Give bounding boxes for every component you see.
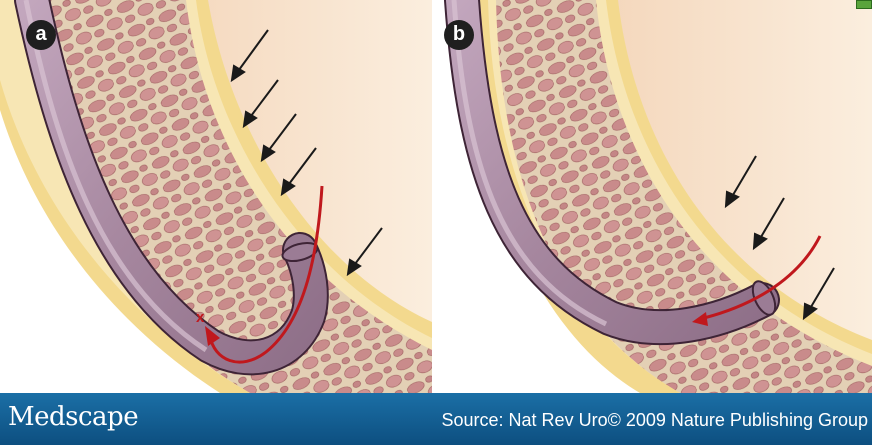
source-credit: Source: Nat Rev Uro© 2009 Nature Publish… [442, 410, 868, 431]
medscape-logo: Medscape [8, 402, 138, 432]
illustration-a: x [0, 0, 432, 393]
source-banner: Medscape Source: Nat Rev Uro© 2009 Natur… [0, 393, 872, 445]
panel-label-b: b [444, 20, 474, 50]
panel-label-a: a [26, 20, 56, 50]
panel-b: b [440, 0, 872, 393]
illustration-b [440, 0, 872, 393]
corner-mark [856, 0, 872, 9]
blocked-marker: x [196, 309, 205, 326]
panel-a: x a [0, 0, 432, 393]
